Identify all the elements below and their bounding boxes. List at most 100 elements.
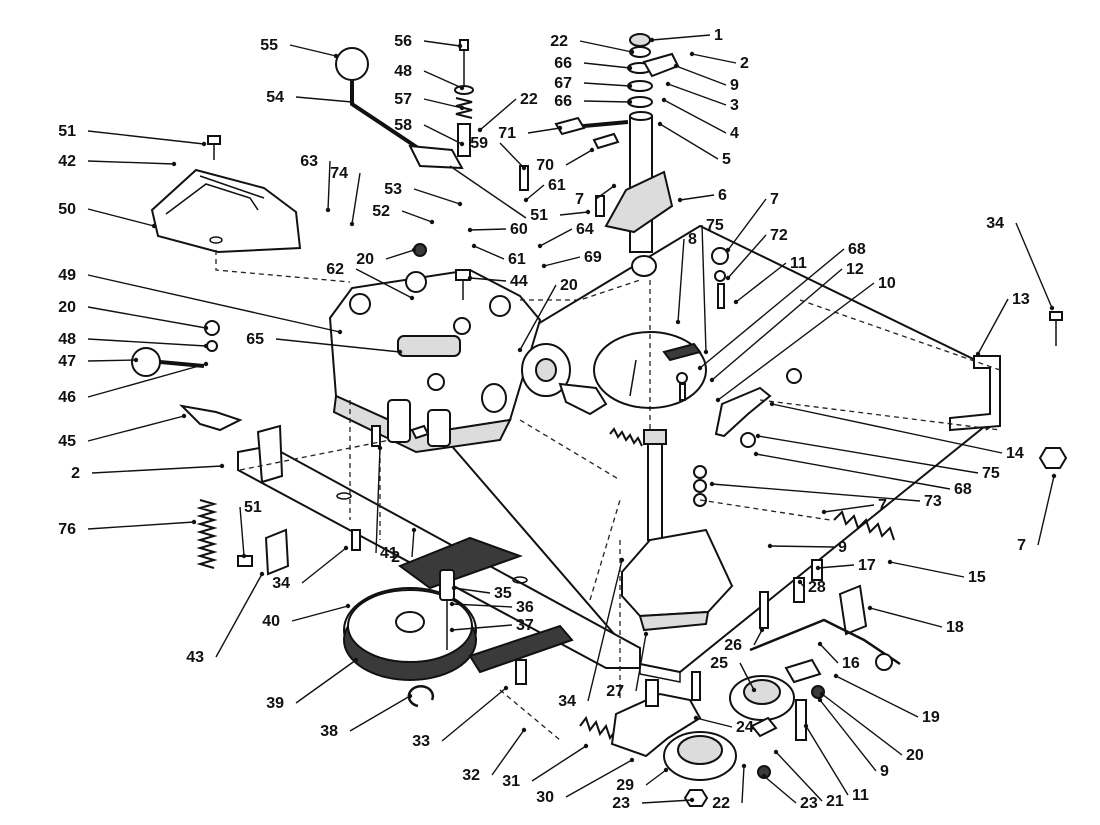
callout-16: 16 — [817, 641, 860, 672]
callout-48: 48 — [394, 63, 465, 91]
callout-7: 7 — [725, 191, 779, 253]
callout-38: 38 — [320, 693, 413, 740]
leader-arrowhead — [803, 723, 809, 729]
leader-arrowhead — [661, 97, 667, 103]
leader-line — [295, 659, 357, 704]
leader-arrowhead — [349, 221, 355, 227]
leader-arrowhead — [181, 413, 187, 419]
callout-17: 17 — [815, 557, 876, 574]
leader-line — [1015, 222, 1053, 309]
leader-arrowhead — [523, 197, 529, 203]
leader-line — [527, 127, 561, 134]
callout-label: 7 — [770, 191, 779, 208]
callout-7: 7 — [821, 497, 887, 515]
callout-label: 13 — [1012, 291, 1030, 308]
leader-arrowhead — [397, 349, 403, 355]
callout-label: 53 — [384, 181, 402, 198]
callout-27: 27 — [606, 631, 649, 700]
callout-5: 5 — [657, 121, 731, 168]
callout-20: 20 — [356, 247, 417, 268]
leader-line — [289, 44, 337, 57]
leader-arrowhead — [759, 627, 765, 633]
callout-34: 34 — [272, 545, 349, 592]
callout-11: 11 — [733, 255, 807, 305]
callout-label: 9 — [838, 539, 847, 556]
callout-1: 1 — [649, 27, 723, 44]
callout-2: 2 — [391, 527, 417, 566]
leader-arrowhead — [583, 743, 589, 749]
callout-label: 20 — [58, 299, 76, 316]
leader-line — [675, 65, 727, 86]
leader-arrowhead — [709, 377, 715, 383]
leader-arrowhead — [725, 275, 731, 281]
callout-label: 27 — [606, 683, 624, 700]
leader-arrowhead — [665, 81, 671, 87]
leader-arrowhead — [627, 83, 633, 89]
callout-label: 36 — [516, 599, 534, 616]
callout-label: 31 — [502, 773, 520, 790]
leader-line — [453, 587, 491, 594]
callout-label: 45 — [58, 433, 76, 450]
callout-75: 75 — [755, 433, 1000, 482]
leader-line — [699, 248, 845, 369]
callout-label: 61 — [508, 251, 526, 268]
callout-55: 55 — [260, 37, 339, 59]
callout-22: 22 — [712, 763, 747, 812]
leader-arrowhead — [753, 451, 759, 457]
callout-label: 58 — [394, 117, 412, 134]
leader-line — [889, 561, 965, 578]
callout-60: 60 — [467, 221, 528, 238]
callout-label: 57 — [394, 91, 412, 108]
leader-arrowhead — [833, 673, 839, 679]
callout-label: 1 — [714, 27, 723, 44]
callout-label: 19 — [922, 709, 940, 726]
callout-label: 22 — [520, 91, 538, 108]
leader-arrowhead — [471, 243, 477, 249]
leader-line — [869, 607, 943, 628]
callout-7: 7 — [575, 183, 617, 208]
callout-label: 9 — [730, 77, 739, 94]
leader-line — [677, 238, 685, 323]
leader-line — [411, 529, 415, 558]
callout-49: 49 — [58, 267, 343, 335]
bolts — [204, 135, 1068, 807]
callout-56: 56 — [394, 33, 463, 50]
leader-line — [659, 123, 719, 160]
leader-line — [711, 483, 921, 502]
callout-label: 75 — [706, 217, 724, 234]
leader-arrowhead — [761, 773, 767, 779]
callout-39: 39 — [266, 657, 359, 712]
leader-arrowhead — [345, 603, 351, 609]
callout-label: 10 — [878, 275, 896, 292]
leader-line — [451, 624, 513, 631]
leader-line — [87, 160, 175, 165]
leader-arrowhead — [715, 397, 721, 403]
callout-label: 24 — [736, 719, 754, 736]
leader-arrowhead — [689, 51, 695, 57]
leader-line — [819, 699, 877, 772]
leader-line — [401, 210, 433, 223]
callout-label: 7 — [575, 191, 584, 208]
leader-arrowhead — [325, 207, 331, 213]
leader-line — [295, 96, 353, 103]
callout-label: 50 — [58, 201, 76, 218]
leader-arrowhead — [751, 687, 757, 693]
callout-9: 9 — [767, 539, 847, 556]
callout-6: 6 — [677, 187, 727, 204]
leader-line — [735, 262, 787, 303]
callout-label: 14 — [1006, 445, 1024, 462]
callout-label: 7 — [1017, 537, 1026, 554]
leader-arrowhead — [521, 165, 527, 171]
leader-line — [441, 687, 507, 742]
leader-arrowhead — [449, 627, 455, 633]
leader-arrowhead — [769, 401, 775, 407]
drag-link — [554, 116, 629, 150]
callout-47: 47 — [58, 353, 139, 370]
leader-line — [87, 363, 207, 398]
leader-line — [755, 453, 951, 490]
steering-shaft — [604, 33, 734, 632]
callout-22: 22 — [550, 33, 635, 55]
leader-arrowhead — [689, 797, 695, 803]
callout-75: 75 — [701, 217, 724, 355]
